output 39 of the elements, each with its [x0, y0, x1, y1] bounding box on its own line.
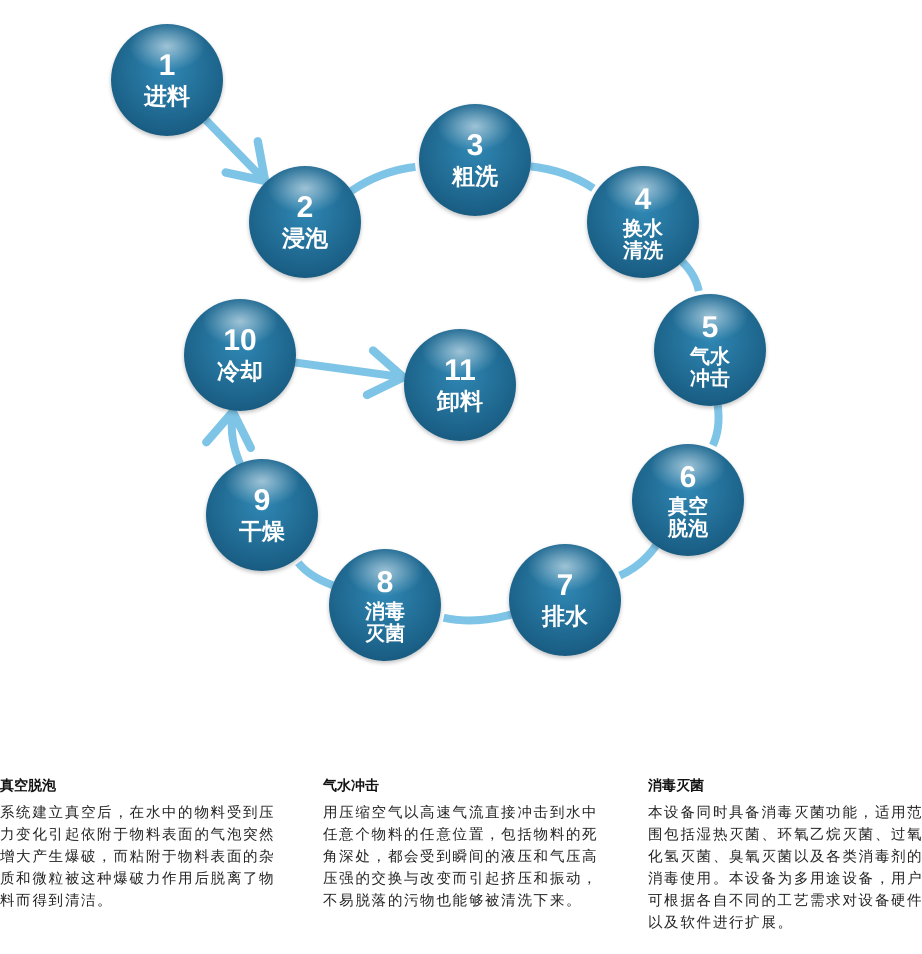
step-number: 8	[376, 566, 394, 600]
step-number: 9	[254, 484, 270, 518]
section-heading: 气水冲击	[323, 777, 380, 796]
step-number: 11	[444, 354, 476, 388]
step-number: 4	[634, 183, 652, 217]
step-label: 卸料	[437, 388, 483, 416]
step-number: 3	[466, 129, 484, 163]
step-label: 排水	[542, 603, 588, 631]
step-label: 气水冲击	[689, 345, 731, 389]
step-label: 粗洗	[452, 163, 498, 191]
arrow	[202, 408, 256, 466]
step-label: 真空脱泡	[667, 495, 709, 539]
connector-line	[618, 543, 660, 580]
description-paragraph: 本设备同时具备消毒灭菌功能，适用范围包括湿热灭菌、环氧乙烷灭菌、过氧化氢灭菌、臭氧灭菌以及各类消毒剂的消毒使用。本设备为多用途设备，用户可根据各自不同的工艺需求对设备硬件以及软件进行扩展。	[648, 804, 922, 933]
connector-line	[679, 259, 703, 292]
step-number: 7	[556, 569, 574, 603]
description-paragraph: 用压缩空气以高速气流直接冲击到水中任意个物料的任意位置，包括物料的死角深处，都会受到瞬间的液压和气压高压强的交换与改变而引起挤压和振动，不易脱落的污物也能够被清洗下来。	[323, 804, 600, 911]
step-number: 1	[158, 49, 176, 83]
step-number: 2	[296, 191, 314, 225]
connector-line	[442, 610, 512, 624]
step-number: 10	[223, 324, 257, 358]
connector-line	[530, 162, 596, 192]
step-number: 6	[680, 461, 696, 495]
connector-line	[349, 162, 416, 194]
step-label: 消毒灭菌	[364, 600, 406, 644]
description-paragraph: 系统建立真空后，在水中的物料受到压力变化引起依附于物料表面的气泡突然增大产生爆破，而粘附于物料表面的杂质和微粒被这种爆破力作用后脱离了物料而得到清洁。	[0, 804, 276, 911]
section-heading: 真空脱泡	[0, 776, 57, 796]
step-circle	[587, 166, 699, 278]
section-heading: 消毒灭菌	[648, 777, 705, 796]
connector-line	[709, 405, 723, 447]
step-circle	[249, 166, 361, 278]
step-label: 换水清洗	[622, 217, 664, 261]
step-label: 浸泡	[282, 225, 328, 253]
arrow	[203, 117, 270, 186]
connector-line	[295, 560, 334, 589]
step-label: 干燥	[239, 518, 285, 546]
step-label: 进料	[144, 83, 190, 111]
step-label: 冷却	[217, 358, 263, 386]
step-number: 5	[702, 311, 718, 345]
